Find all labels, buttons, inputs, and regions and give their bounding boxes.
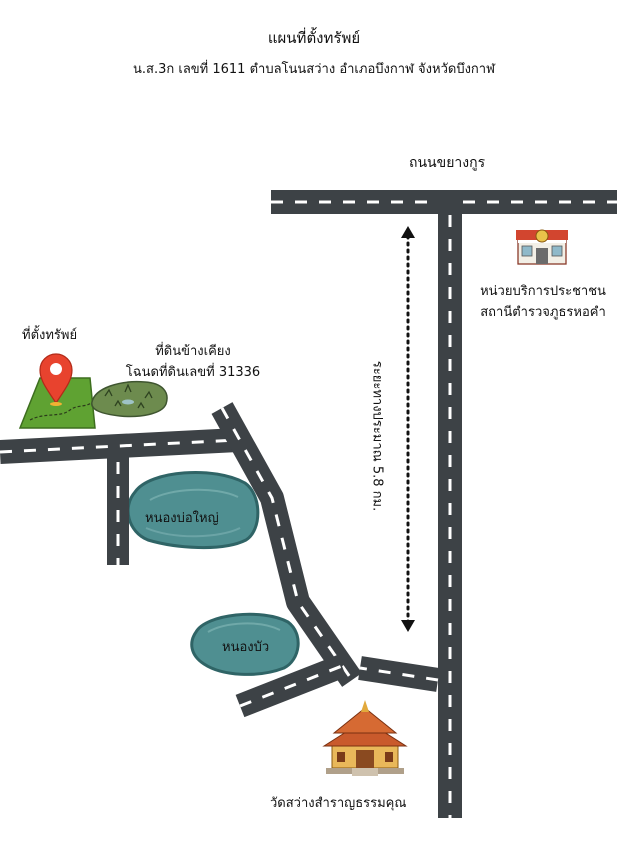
road-name-label: ถนนขยางกูร xyxy=(409,155,486,171)
road-network xyxy=(0,190,617,818)
adjacent-land-label-line2: โฉนดที่ดินเลขที่ 31336 xyxy=(125,365,261,380)
police-station-label-line2: สถานีตำรวจภูธรหอคำ xyxy=(480,305,606,320)
police-station-label-line1: หน่วยบริการประชาชน xyxy=(480,284,606,299)
police-station-icon xyxy=(516,229,568,265)
location-pin-icon xyxy=(39,353,73,406)
pond-large-label: หนองบ่อใหญ่ xyxy=(145,511,219,526)
adjacent-land-label: ที่ดินข้างเคียง โฉนดที่ดินเลขที่ 31336 xyxy=(100,340,286,382)
map-title: แผนที่ตั้งทรัพย์ xyxy=(267,29,361,47)
map-subtitle: น.ส.3ก เลขที่ 1611 ตำบลโนนสว่าง อำเภอบึง… xyxy=(133,62,495,77)
police-station-label: หน่วยบริการประชาชน สถานีตำรวจภูธรหอคำ xyxy=(460,280,626,322)
pond-large-shape xyxy=(126,470,260,550)
temple-label: วัดสว่างสำราญธรรมคุณ xyxy=(270,796,407,811)
distance-label: ระยะทางประมาณ 5.8 กม. xyxy=(369,360,385,512)
property-label: ที่ตั้งทรัพย์ xyxy=(22,328,78,343)
road-lower-connector xyxy=(358,656,440,692)
temple-icon xyxy=(322,700,408,776)
pond-small-label: หนองบัว xyxy=(222,640,270,655)
adjacent-land-label-line1: ที่ดินข้างเคียง xyxy=(155,344,231,359)
pond-small-shape xyxy=(190,612,300,676)
double-arrow-icon xyxy=(401,226,415,632)
adjacent-land-icon xyxy=(91,380,168,418)
